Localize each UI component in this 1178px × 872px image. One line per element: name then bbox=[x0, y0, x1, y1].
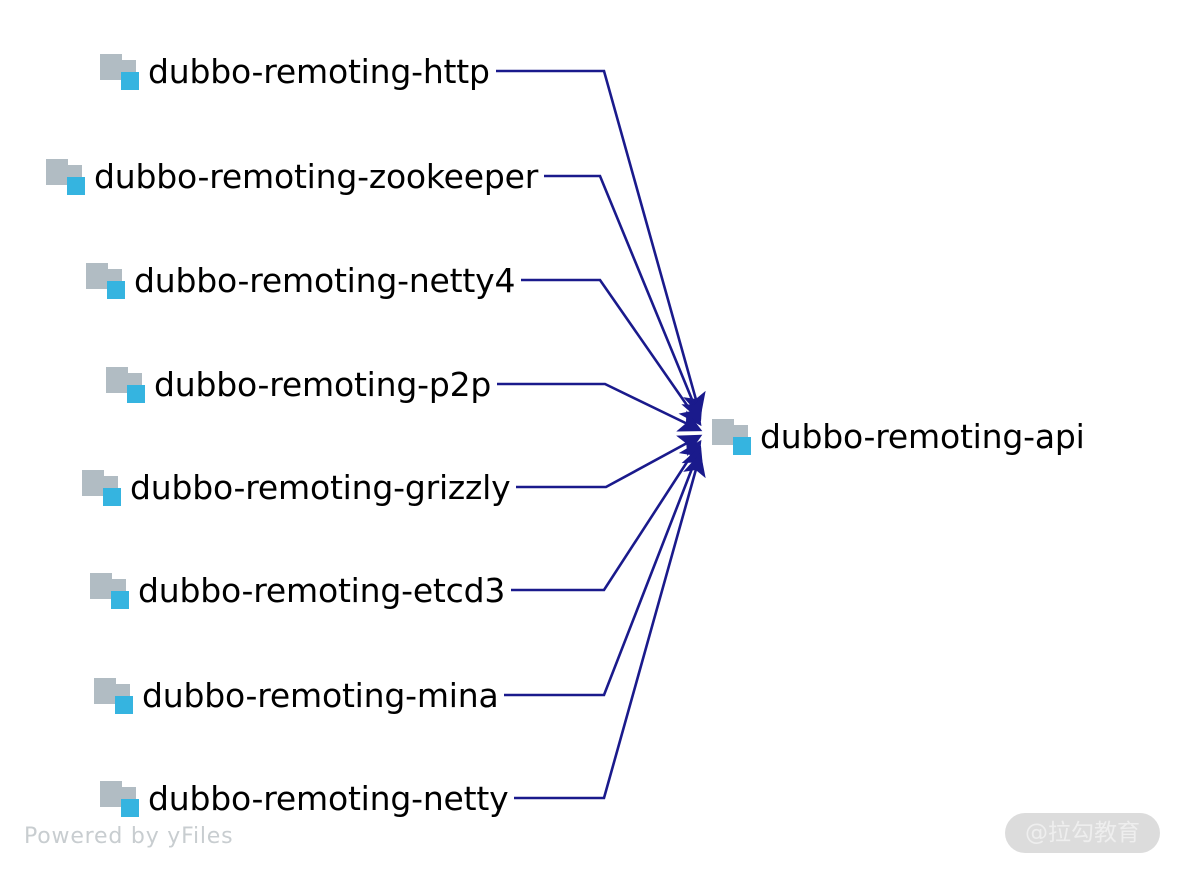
node-label: dubbo-remoting-netty bbox=[148, 778, 509, 818]
target-node-dubbo-remoting-api[interactable]: dubbo-remoting-api bbox=[712, 417, 1085, 455]
source-node-dubbo-remoting-etcd3[interactable]: dubbo-remoting-etcd3 bbox=[90, 571, 505, 609]
node-label: dubbo-remoting-netty4 bbox=[134, 260, 516, 300]
edge-dubbo-remoting-http-to-dubbo-remoting-api bbox=[496, 69, 706, 417]
source-node-dubbo-remoting-netty4[interactable]: dubbo-remoting-netty4 bbox=[86, 261, 515, 299]
edge-dubbo-remoting-grizzly-to-dubbo-remoting-api bbox=[516, 434, 703, 489]
brand-badge-label: @拉勾教育 bbox=[1025, 819, 1140, 846]
node-label: dubbo-remoting-mina bbox=[142, 675, 499, 715]
node-label: dubbo-remoting-api bbox=[760, 416, 1085, 456]
source-node-dubbo-remoting-p2p[interactable]: dubbo-remoting-p2p bbox=[106, 365, 491, 403]
edge-dubbo-remoting-netty-to-dubbo-remoting-api bbox=[514, 452, 706, 800]
folder-module-icon bbox=[106, 365, 150, 403]
folder-module-icon bbox=[100, 779, 144, 817]
folder-module-icon bbox=[90, 571, 134, 609]
source-node-dubbo-remoting-mina[interactable]: dubbo-remoting-mina bbox=[94, 675, 499, 715]
folder-module-icon bbox=[712, 417, 756, 455]
folder-module-icon bbox=[94, 676, 138, 714]
source-node-dubbo-remoting-grizzly[interactable]: dubbo-remoting-grizzly bbox=[82, 467, 511, 507]
edge-dubbo-remoting-zookeeper-to-dubbo-remoting-api bbox=[544, 174, 703, 422]
node-label: dubbo-remoting-http bbox=[148, 51, 490, 91]
edges-group bbox=[496, 69, 706, 800]
folder-module-icon bbox=[82, 468, 126, 506]
folder-module-icon bbox=[86, 261, 130, 299]
edge-dubbo-remoting-mina-to-dubbo-remoting-api bbox=[504, 445, 704, 697]
yfiles-watermark: Powered by yFiles bbox=[24, 824, 234, 849]
source-node-dubbo-remoting-http[interactable]: dubbo-remoting-http bbox=[100, 52, 490, 90]
edge-dubbo-remoting-etcd3-to-dubbo-remoting-api bbox=[511, 439, 702, 592]
edge-dubbo-remoting-netty4-to-dubbo-remoting-api bbox=[521, 278, 702, 427]
source-node-dubbo-remoting-netty[interactable]: dubbo-remoting-netty bbox=[100, 778, 509, 818]
node-label: dubbo-remoting-p2p bbox=[154, 364, 492, 404]
brand-badge: @拉勾教育 bbox=[1005, 813, 1160, 853]
node-label: dubbo-remoting-grizzly bbox=[130, 467, 511, 507]
edge-dubbo-remoting-p2p-to-dubbo-remoting-api bbox=[497, 382, 703, 432]
folder-module-icon bbox=[46, 157, 90, 195]
folder-module-icon bbox=[100, 52, 144, 90]
node-label: dubbo-remoting-zookeeper bbox=[94, 156, 539, 196]
node-label: dubbo-remoting-etcd3 bbox=[138, 570, 506, 610]
source-node-dubbo-remoting-zookeeper[interactable]: dubbo-remoting-zookeeper bbox=[46, 157, 538, 195]
